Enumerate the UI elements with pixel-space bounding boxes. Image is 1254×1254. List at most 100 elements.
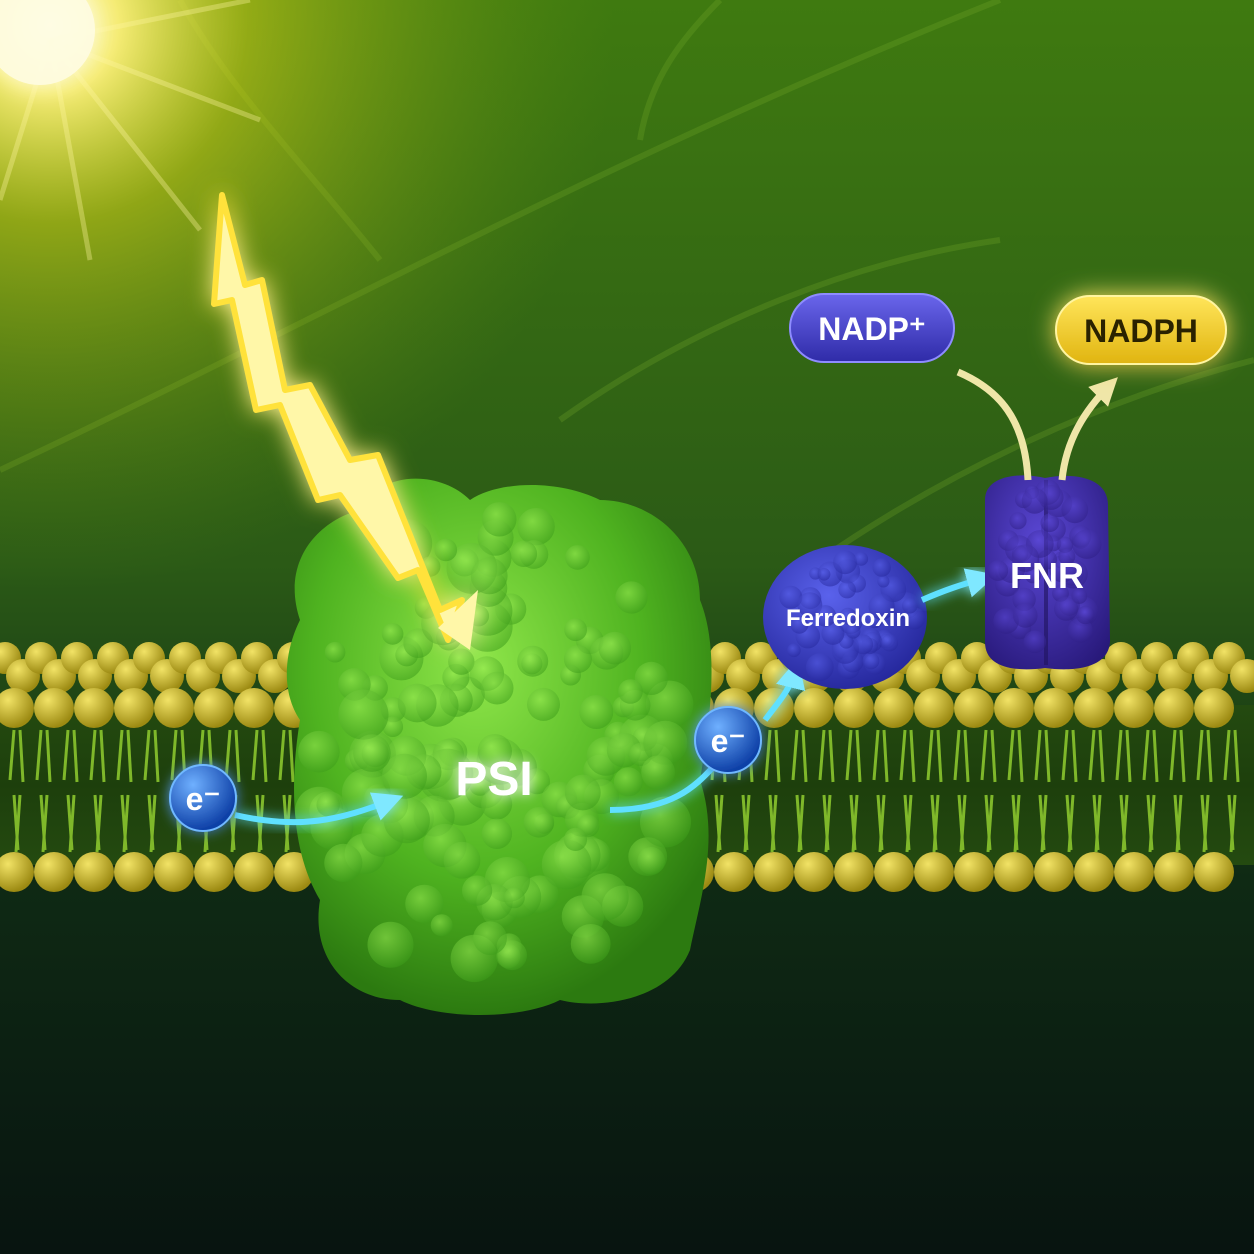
fnr-surface-texture bbox=[987, 479, 1102, 654]
psi-blob bbox=[564, 774, 601, 811]
electron-arrow-1 bbox=[234, 792, 404, 826]
psi-blob bbox=[503, 887, 525, 909]
lipid-tail bbox=[905, 794, 913, 853]
lipid-tail bbox=[774, 729, 781, 783]
psi-blob bbox=[353, 734, 391, 772]
lipid-head bbox=[1034, 852, 1074, 892]
fnr-blob bbox=[1013, 603, 1038, 628]
psi-label: PSI bbox=[455, 753, 532, 806]
fnr-blob bbox=[1021, 487, 1048, 514]
psi-blob bbox=[338, 689, 389, 740]
lipid-head bbox=[1034, 688, 1074, 728]
nadp-plus-label: NADP⁺ bbox=[818, 311, 926, 347]
lipid-tail bbox=[899, 729, 907, 781]
psi-blob bbox=[598, 631, 632, 665]
psi-blob bbox=[563, 827, 588, 852]
psi-blob bbox=[462, 875, 493, 906]
lipid-head bbox=[834, 852, 874, 892]
lipid-tail bbox=[716, 794, 724, 853]
lipid-tail bbox=[1098, 729, 1105, 783]
lipid-tail bbox=[1125, 729, 1132, 783]
psi-blob bbox=[581, 873, 629, 921]
lipid-head bbox=[34, 852, 74, 892]
lipid-tail bbox=[62, 729, 70, 781]
ferredoxin-blob bbox=[853, 634, 874, 655]
psi-blob bbox=[510, 540, 538, 567]
psi-blob bbox=[473, 921, 507, 955]
lipid-head bbox=[754, 852, 794, 892]
lightning-bolt-icon bbox=[211, 192, 478, 650]
lipid-tail bbox=[878, 794, 886, 853]
lipid-tail bbox=[99, 729, 106, 783]
lipid-head bbox=[194, 688, 234, 728]
ferredoxin-label: Ferredoxin bbox=[786, 605, 910, 632]
lipid-head bbox=[994, 688, 1034, 728]
psi-blob bbox=[405, 884, 444, 923]
fnr-blob bbox=[993, 608, 1019, 634]
ferredoxin-blob bbox=[877, 575, 890, 588]
psi-blob bbox=[367, 921, 414, 968]
lipid-tail bbox=[1061, 729, 1069, 781]
ferredoxin-blob bbox=[880, 634, 899, 652]
lipid-head bbox=[1114, 688, 1154, 728]
lipid-head bbox=[74, 852, 114, 892]
nadp-input-arrow bbox=[956, 368, 1032, 481]
lipid-tail bbox=[980, 729, 988, 781]
nadph-output-arrow bbox=[1058, 377, 1118, 481]
fnr-blob bbox=[1072, 529, 1102, 559]
psi-blob bbox=[383, 797, 430, 844]
ferredoxin-blob bbox=[805, 653, 834, 682]
psi-blob bbox=[564, 618, 587, 642]
lipid-tail bbox=[1088, 729, 1096, 781]
fnr-blob bbox=[1040, 513, 1060, 533]
psi-blob bbox=[643, 720, 688, 765]
fnr-blob bbox=[1076, 605, 1095, 625]
ferredoxin-blob bbox=[854, 552, 869, 566]
lipid-head bbox=[234, 852, 274, 892]
lipid-tail bbox=[170, 729, 178, 781]
psi-complex: PSI bbox=[286, 478, 712, 1015]
fnr-blob bbox=[1054, 596, 1079, 621]
lipid-tail bbox=[932, 794, 940, 853]
psi-blob bbox=[480, 671, 514, 705]
ferredoxin-blob bbox=[868, 593, 895, 620]
lipid-tail bbox=[1115, 729, 1123, 781]
lipid-tail bbox=[261, 729, 268, 783]
lipid-tail bbox=[1142, 729, 1150, 781]
lipid-tail bbox=[791, 729, 799, 781]
lipid-tail bbox=[936, 729, 943, 783]
electron-1-label: e⁻ bbox=[186, 781, 221, 817]
lipid-head bbox=[874, 852, 914, 892]
lipid-head bbox=[794, 688, 834, 728]
lipid-tail bbox=[41, 794, 49, 853]
lipid-tail bbox=[95, 794, 103, 853]
lipid-tail bbox=[1013, 794, 1021, 853]
lipid-tail bbox=[1206, 729, 1213, 783]
psi-blob bbox=[640, 796, 691, 848]
lipid-tail bbox=[149, 794, 157, 853]
lipid-tail bbox=[257, 794, 265, 853]
lipid-tail bbox=[953, 729, 961, 781]
psi-blob bbox=[477, 734, 512, 769]
lipid-tail bbox=[35, 729, 43, 781]
lipid-head bbox=[34, 688, 74, 728]
psi-blob bbox=[382, 716, 404, 737]
lipid-tail bbox=[845, 729, 853, 781]
lipid-tail bbox=[18, 729, 25, 783]
lipid-tail bbox=[122, 794, 130, 853]
ferredoxin-blob bbox=[839, 607, 857, 625]
psi-blob bbox=[615, 581, 648, 614]
lipid-tail bbox=[72, 729, 79, 783]
lipid-head bbox=[114, 688, 154, 728]
lipid-tail bbox=[68, 794, 76, 853]
lipid-tail bbox=[1169, 729, 1177, 781]
ferredoxin-blob bbox=[817, 568, 831, 581]
lipid-tail bbox=[1007, 729, 1015, 781]
ferredoxin-blob bbox=[872, 558, 891, 577]
lipid-tail bbox=[990, 729, 997, 783]
lipid-head bbox=[1194, 852, 1234, 892]
lipid-tail bbox=[14, 794, 22, 853]
nadph-label: NADPH bbox=[1084, 313, 1198, 349]
psi-blob bbox=[613, 767, 643, 797]
